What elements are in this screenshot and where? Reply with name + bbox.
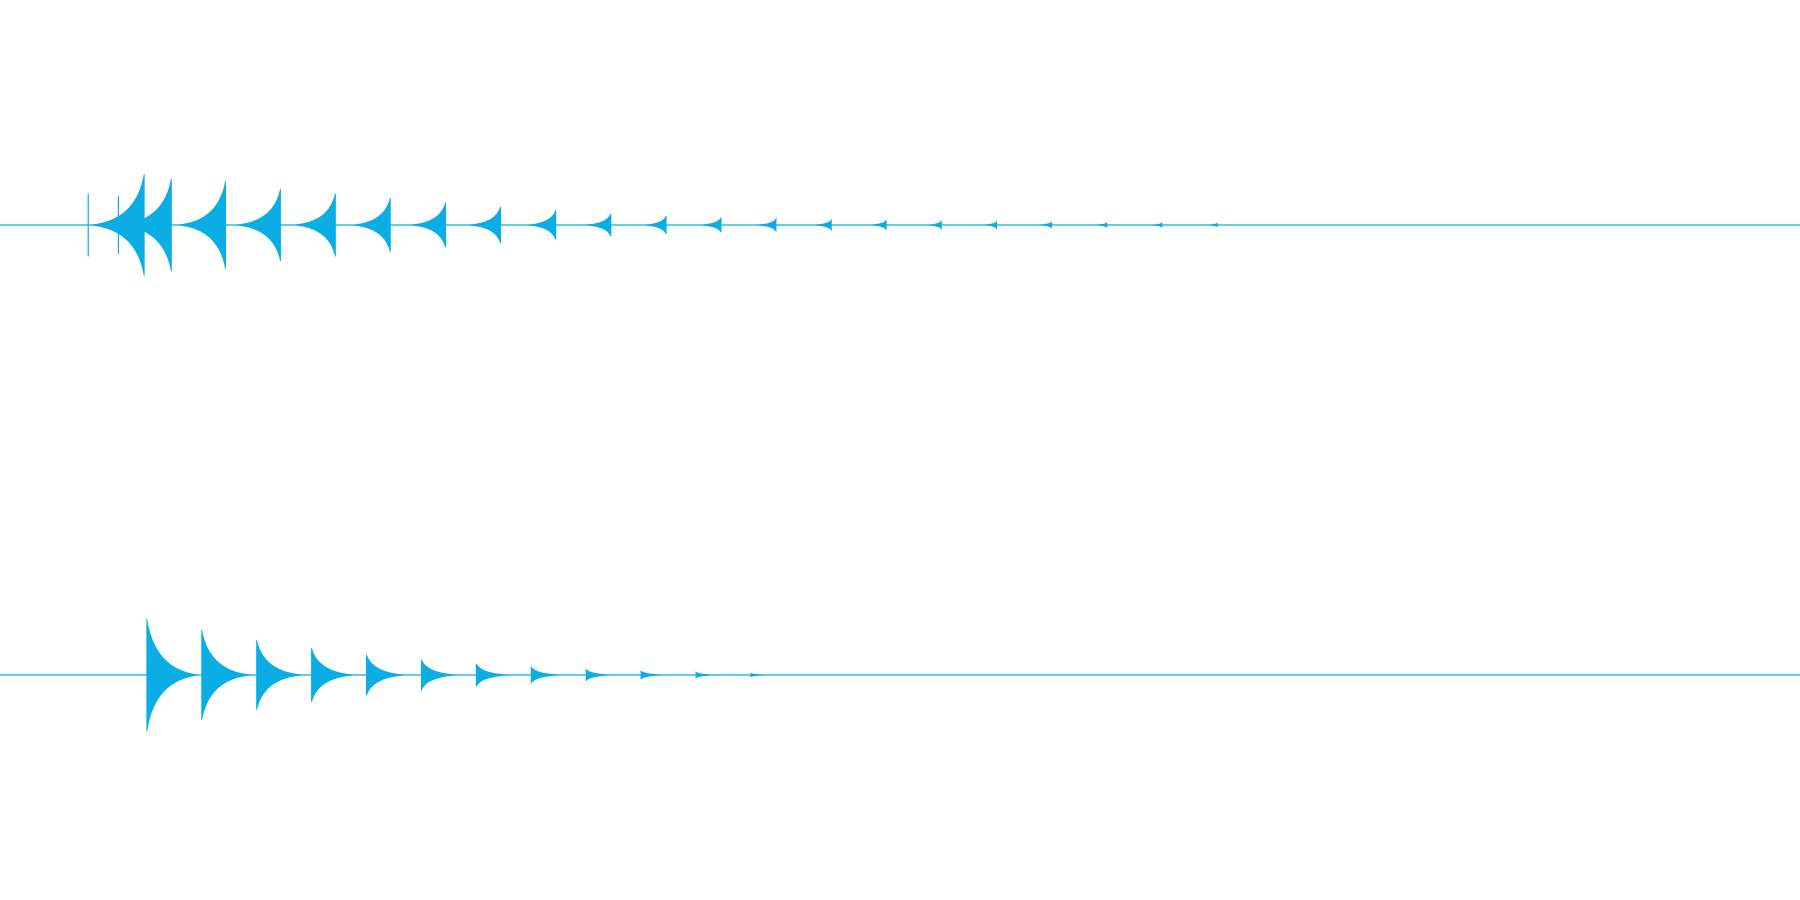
waveform-pulse (695, 671, 719, 679)
waveform-pulse (201, 629, 252, 721)
waveform-pulse (698, 217, 722, 233)
waveform-pulse (366, 654, 407, 696)
waveform-pulse (293, 193, 336, 257)
waveform-pulse (585, 668, 615, 682)
waveform-pulse (583, 213, 612, 237)
waveform-pulse (811, 218, 832, 232)
waveform-pulse (1093, 221, 1108, 229)
waveform-pulse (530, 665, 563, 685)
waveform-pulse (868, 219, 887, 231)
waveform-pulse (1036, 221, 1052, 229)
waveform-pulse (177, 181, 227, 269)
waveform-pulse (256, 640, 304, 710)
waveform-pulse (924, 219, 942, 231)
waveform-pulse (146, 618, 200, 732)
waveform-pulse (235, 188, 281, 262)
waveform-pulse (525, 210, 557, 240)
waveform-pulse (750, 672, 771, 678)
waveform-pulse (409, 202, 447, 248)
waveform-pulse (420, 659, 459, 691)
waveform-pulse (640, 670, 667, 680)
channel-1-waveform (0, 174, 1800, 276)
waveform-pulse (467, 206, 501, 244)
waveform-pulse (642, 215, 667, 235)
waveform-pulse (1149, 221, 1163, 229)
waveform-pulse (351, 197, 391, 253)
waveform-pulse (311, 647, 356, 703)
channel-2-waveform (0, 618, 1800, 732)
waveform-pulse (981, 220, 998, 230)
waveform-pulse (1205, 222, 1218, 228)
waveform-pulse (120, 178, 172, 272)
waveform-pulse (475, 663, 511, 687)
waveform-pulse (755, 217, 777, 233)
